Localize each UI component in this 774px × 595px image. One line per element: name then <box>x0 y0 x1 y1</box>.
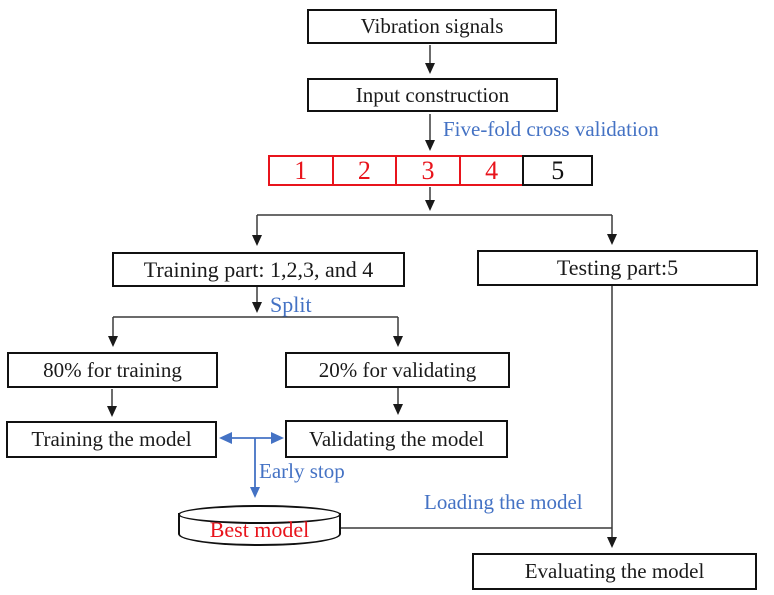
label-five-fold-cross-validation: Five-fold cross validation <box>443 117 659 141</box>
node-best-model-label: Best model <box>209 517 310 542</box>
fold-cell-2: 2 <box>331 155 398 186</box>
node-validating-the-model: Validating the model <box>285 420 508 458</box>
fold-cell-3: 3 <box>395 155 461 186</box>
node-evaluating-the-model: Evaluating the model <box>472 553 757 590</box>
label-loading-the-model: Loading the model <box>424 490 583 514</box>
double-arrow-right-head <box>271 432 284 444</box>
node-20-for-validating: 20% for validating <box>285 352 510 388</box>
node-input-construction: Input construction <box>307 78 558 112</box>
node-80-for-training: 80% for training <box>7 352 218 388</box>
fold-strip: 1 2 3 4 5 <box>268 155 593 186</box>
fold-cell-5: 5 <box>522 155 593 186</box>
node-training-part: Training part: 1,2,3, and 4 <box>112 252 405 287</box>
fold-cell-1: 1 <box>268 155 334 186</box>
node-testing-part: Testing part:5 <box>477 250 758 286</box>
node-training-the-model: Training the model <box>6 421 217 458</box>
fold-cell-4: 4 <box>458 155 525 186</box>
node-best-model-cylinder: Best model <box>178 505 341 546</box>
label-split: Split <box>270 292 312 317</box>
node-vibration-signals: Vibration signals <box>307 9 557 44</box>
label-early-stop: Early stop <box>259 459 345 483</box>
cylinder-top-ellipse <box>178 505 341 524</box>
double-arrow-left-head <box>219 432 232 444</box>
